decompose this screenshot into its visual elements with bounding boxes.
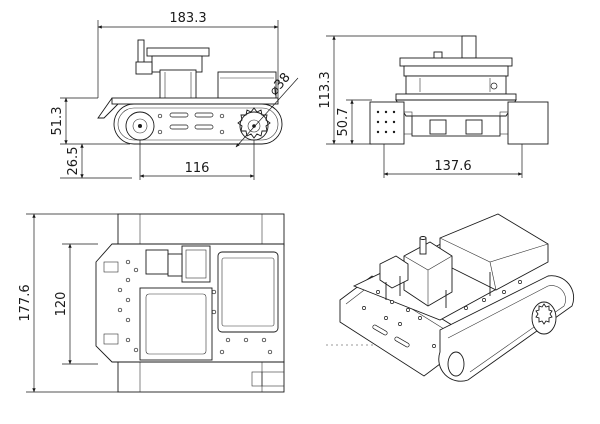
isometric-view <box>339 213 575 382</box>
dim-front-width: 137.6 <box>434 159 471 174</box>
dim-side-ground-clear: 26.5 <box>66 147 81 176</box>
dim-top-length: 177.6 <box>18 284 33 321</box>
dim-side-length: 183.3 <box>169 11 206 26</box>
dim-top-inner: 120 <box>54 292 69 317</box>
dim-front-height: 113.3 <box>318 71 333 108</box>
side-view: 183.3 ⌀3 <box>50 11 299 180</box>
dim-side-wheel-base: 116 <box>185 161 210 176</box>
top-view: 177.6 120 <box>18 213 285 393</box>
dim-side-body-height: 51.3 <box>50 107 65 136</box>
front-view: 113.3 50.7 137.6 <box>318 35 549 178</box>
dim-front-lower-height: 50.7 <box>336 108 351 137</box>
